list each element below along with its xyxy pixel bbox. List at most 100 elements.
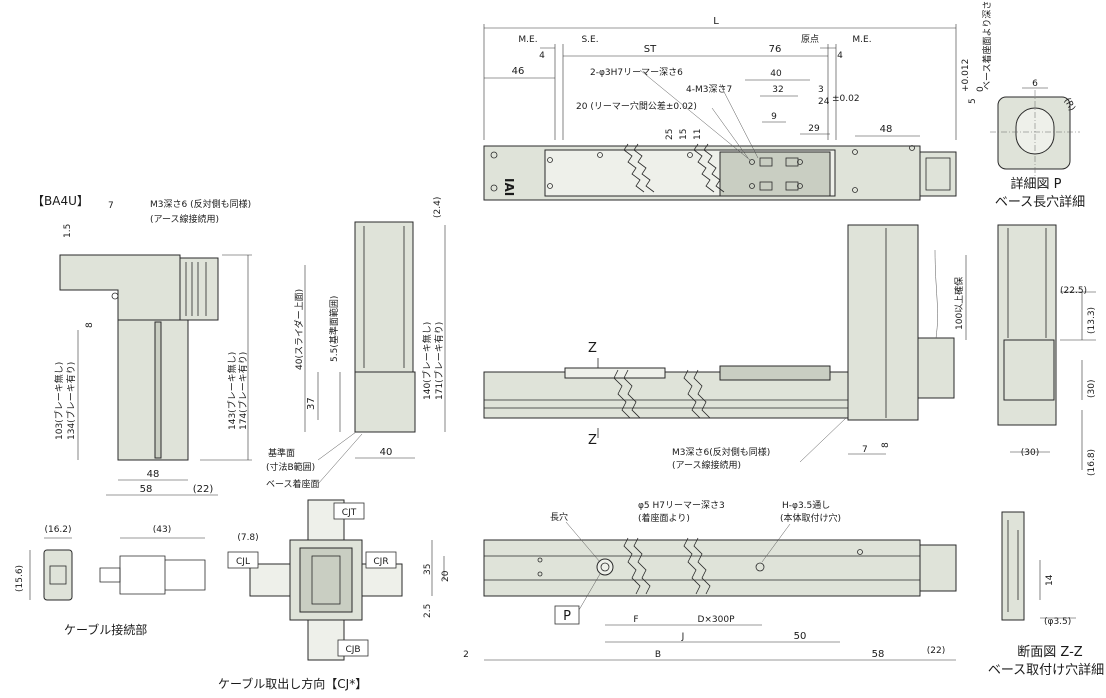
left-view-motor-block — [59, 254, 181, 331]
dim-3: 3 — [818, 85, 824, 95]
cable-dim-43: (43) — [153, 525, 171, 535]
top-view-dimensions: L M.E. S.E. 原点 M.E. 4 4 ST 76 46 2-φ3H7リ… — [483, 16, 957, 161]
front-dim-7: 7 — [862, 445, 868, 455]
section-zz-title: 断面図 Z-Z — [1017, 645, 1083, 660]
left-view-rail — [154, 321, 162, 459]
model-label: 【BA4U】 — [32, 194, 89, 208]
cable-dir-bottom — [307, 619, 345, 661]
cj-right: CJR — [373, 557, 388, 567]
detail-p-subtitle: ベース長穴詳細 — [995, 194, 1085, 210]
top-view-motor-end — [919, 151, 957, 197]
front-view-motor — [847, 224, 919, 421]
dim-11: 11 — [693, 129, 703, 140]
detail-p-title: 詳細図 P — [1011, 176, 1062, 192]
left-dim-48: 48 — [147, 469, 160, 480]
front-view-slider — [719, 365, 831, 381]
top-view-slider — [719, 151, 831, 197]
bottom-dim-35: 35 — [423, 564, 433, 575]
left-view-body — [117, 319, 189, 461]
dim-46: 46 — [512, 66, 525, 77]
cj-bottom: CJB — [345, 645, 360, 655]
top-view-logo: IAI — [502, 178, 516, 196]
side-view-body — [354, 221, 414, 373]
left-m3-sub: (アース線接続用) — [150, 213, 219, 225]
detail-p-depth: ベース着座面より深さ3 — [981, 0, 993, 90]
z-bottom: Z — [588, 433, 597, 448]
bottom-dim-d: D×300P — [697, 615, 735, 625]
front-dim-8: 8 — [881, 442, 891, 448]
cable-dir-left — [249, 563, 291, 597]
section-phi3-5: (φ3.5) — [1044, 617, 1071, 627]
side-dim-37: 37 — [306, 397, 317, 410]
dim-24: 24 — [818, 97, 830, 107]
bottom-view-slot — [596, 558, 614, 576]
bottom-hole: H-φ3.5通し — [782, 500, 830, 511]
side-dim-5-5: 5.5(基準面範囲) — [328, 296, 340, 362]
cable-conn-front — [43, 549, 73, 601]
top-view-connector — [925, 157, 951, 191]
dim-st: ST — [644, 44, 657, 55]
dim-4-right: 4 — [837, 51, 843, 61]
side-dim-40-slider: 40(スライダー上面) — [293, 289, 305, 370]
reamer-label: 2-φ3H7リーマー深さ6 — [590, 67, 683, 78]
cable-dim-7-8: (7.8) — [237, 533, 258, 543]
bottom-dim-b: B — [655, 650, 661, 660]
cj-left: CJL — [236, 557, 250, 567]
side-ref-face: 基準面 — [268, 447, 295, 459]
left-dim-22: (22) — [193, 484, 214, 495]
cable-direction: CJT CJL CJR CJB (7.8) ケーブル取出し方向【CJ*】 — [218, 499, 403, 691]
section-zz: 14 (φ3.5) 断面図 Z-Z ベース取付け穴詳細 — [988, 511, 1104, 678]
left-h134: 134(ブレーキ有り) — [65, 362, 77, 440]
bottom-hole-sub: (本体取付け穴) — [780, 512, 841, 524]
bottom-dim-50: 50 — [794, 631, 807, 642]
bottom-dim-22: (22) — [927, 646, 945, 656]
z-top: Z — [588, 341, 597, 356]
side-dim-40: 40 — [380, 447, 393, 458]
dim-48: 48 — [880, 124, 893, 135]
front-view-cable — [934, 249, 938, 339]
detail-p-5: 5 — [968, 98, 978, 104]
front-m3-sub: (アース線接続用) — [672, 459, 741, 471]
side-view-slider — [354, 371, 416, 433]
right-view-connector — [1003, 339, 1055, 401]
left-dim-7: 7 — [108, 201, 114, 211]
dim-se: S.E. — [581, 35, 598, 45]
dim-origin: 原点 — [801, 34, 819, 45]
right-dim-22-5: (22.5) — [1060, 286, 1087, 296]
right-view: (22.5) (13.3) (30) (16.8) (30) — [997, 224, 1097, 476]
bottom-view-motor-end — [919, 544, 957, 592]
logo-text: IAI — [502, 178, 516, 196]
detail-p: 6 (R) ベース着座面より深さ3 5 +0.012 0 詳細図 P ベース長穴… — [961, 0, 1085, 210]
left-dim-8: 8 — [85, 322, 95, 328]
bottom-dim-2: 2 — [463, 650, 469, 660]
bottom-phi5-sub: (着座面より) — [638, 512, 690, 524]
cable-connection-label: ケーブル接続部 — [64, 622, 147, 637]
front-cable-bend: 100以上確保 — [953, 277, 965, 330]
reamer-pitch: 20 (リーマー穴間公差±0.02) — [576, 100, 697, 112]
dim-4-left: 4 — [539, 51, 545, 61]
top-view-holes — [490, 145, 915, 193]
dim-24-tol: ±0.02 — [832, 94, 860, 104]
left-h174: 174(ブレーキ有り) — [237, 352, 249, 430]
dim-me-right: M.E. — [852, 35, 871, 45]
top-view-break — [623, 143, 655, 193]
bottom-dim-j: J — [681, 632, 685, 642]
front-view-cover-left — [564, 367, 666, 379]
dim-32: 32 — [772, 85, 783, 95]
dim-L: L — [713, 16, 719, 27]
left-dim-58: 58 — [140, 484, 153, 495]
left-h143: 143(ブレーキ無し) — [226, 352, 238, 430]
cable-dir-right — [361, 563, 403, 597]
cable-dim-16-2: (16.2) — [44, 525, 71, 535]
cj-top: CJT — [342, 508, 357, 518]
left-m3-label: M3深さ6 (反対側も同様) — [150, 198, 251, 210]
bottom-phi5: φ5 H7リーマー深さ3 — [638, 500, 725, 511]
right-dim-16-8: (16.8) — [1087, 449, 1097, 476]
front-view: Z Z M3深さ6(反対側も同様) (アース線接続用) 7 8 100以上確保 — [483, 224, 967, 471]
detail-p-tol-bottom: 0 — [976, 86, 986, 92]
dim-me-left: M.E. — [518, 35, 537, 45]
dim-9: 9 — [771, 112, 777, 122]
bottom-dim-2-5: 2.5 — [423, 604, 433, 618]
side-h171: 171(ブレーキ有り) — [433, 322, 445, 400]
